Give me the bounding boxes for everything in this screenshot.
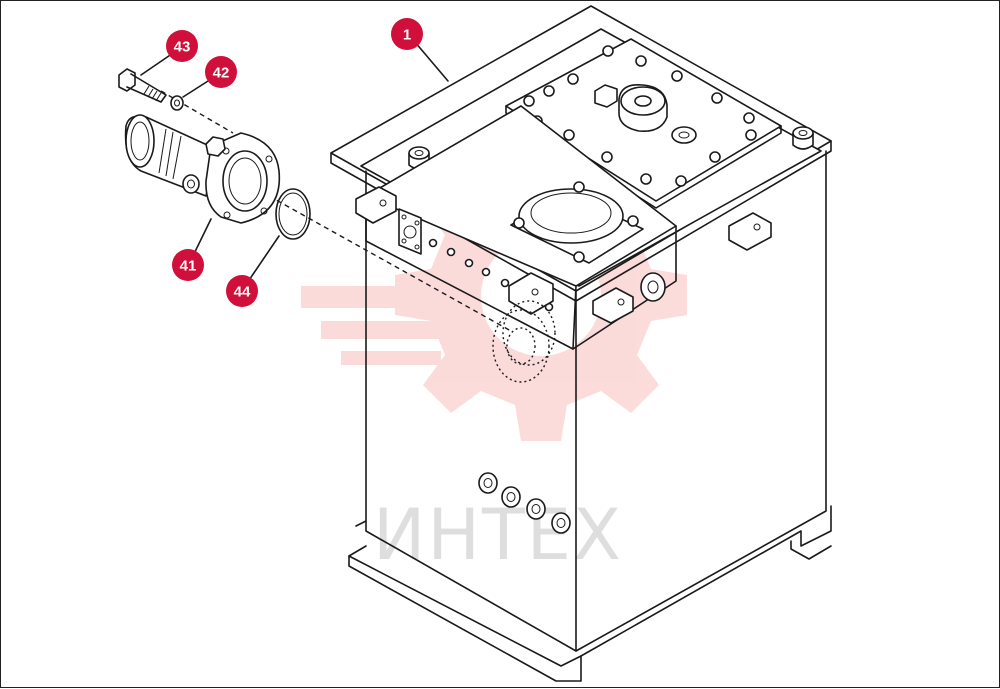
svg-text:43: 43 bbox=[174, 39, 191, 56]
bolt-part bbox=[118, 68, 167, 103]
hydraulic-tank bbox=[330, 5, 832, 682]
callout-1: 1 bbox=[391, 18, 423, 50]
watermark-text: ИНТЕХ bbox=[373, 494, 623, 576]
o-ring-part bbox=[275, 188, 311, 240]
top-lugs bbox=[408, 126, 814, 170]
outlet-fittings bbox=[478, 472, 571, 534]
washer-part bbox=[170, 95, 184, 111]
callout-41: 41 bbox=[172, 249, 204, 281]
callout-42: 42 bbox=[205, 56, 237, 88]
svg-text:1: 1 bbox=[403, 27, 411, 44]
callout-43: 43 bbox=[166, 30, 198, 62]
inspection-housing bbox=[355, 105, 677, 350]
svg-text:44: 44 bbox=[234, 284, 251, 301]
callout-44: 44 bbox=[226, 275, 258, 307]
right-bracket bbox=[728, 212, 772, 251]
filler-cap bbox=[594, 83, 697, 144]
suction-fitting-part bbox=[124, 114, 281, 224]
hidden-port bbox=[492, 300, 556, 383]
svg-text:41: 41 bbox=[180, 258, 197, 275]
svg-text:42: 42 bbox=[213, 65, 230, 82]
